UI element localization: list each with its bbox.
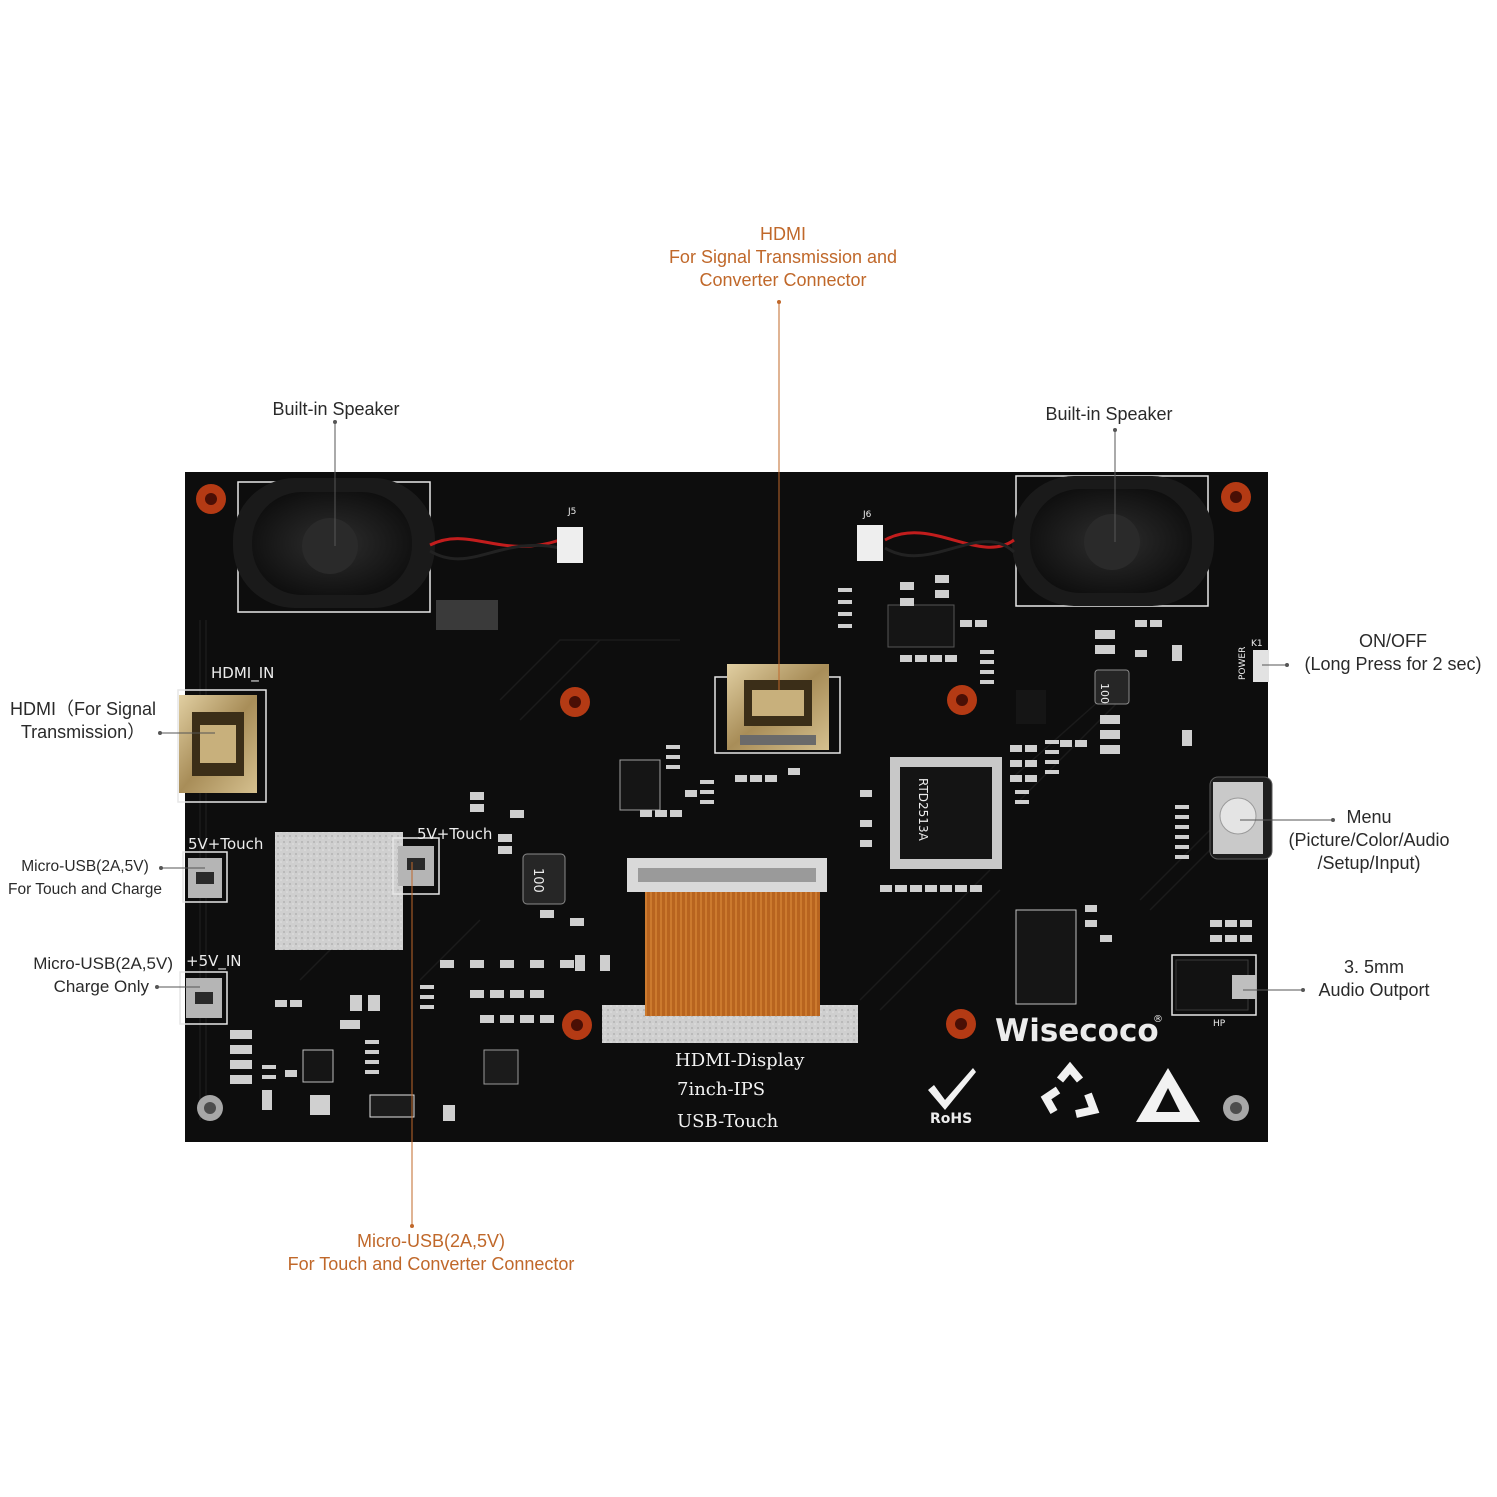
callout-speaker-right: Built-in Speaker: [1009, 403, 1209, 426]
callout-speaker-left: Built-in Speaker: [236, 398, 436, 421]
silk-power: POWER: [1238, 647, 1248, 680]
callout-speaker-right-label: Built-in Speaker: [1045, 404, 1173, 424]
callout-speaker-left-label: Built-in Speaker: [272, 399, 400, 419]
fpc-connector-slot: [638, 868, 816, 882]
power-switch: [1253, 650, 1269, 682]
callout-audio: 3. 5mm Audio Outport: [1300, 956, 1448, 1002]
callout-micro-usb-charge-line1: Micro-USB(2A,5V): [33, 954, 173, 973]
speaker-wire-left: [429, 537, 561, 561]
rohs-icon: RoHS: [928, 1068, 976, 1127]
chip-u9: [1015, 909, 1077, 1005]
chip-l6: [483, 1049, 519, 1085]
mounting-standoffs: [196, 482, 1251, 1121]
callout-hdmi-left-line1: HDMI（For Signal: [9, 699, 157, 719]
hdmi-center-port: [714, 664, 841, 754]
callout-on-off-line2: (Long Press for 2 sec): [1304, 654, 1482, 674]
product-line-3: USB-Touch: [677, 1111, 779, 1132]
callout-micro-usb-touch-line1: Micro-USB(2A,5V): [21, 858, 149, 875]
silk-l5-value: 100: [530, 868, 545, 893]
silk-hdmi-in: HDMI_IN: [211, 664, 274, 683]
silk-j6: J6: [862, 510, 872, 520]
inductor-l5: [522, 853, 566, 905]
speaker-connector-right: [857, 525, 883, 561]
silk-l7-value: 100: [1098, 683, 1111, 704]
callout-audio-line1: 3. 5mm: [1343, 957, 1404, 977]
callout-hdmi-top: HDMI For Signal Transmission and Convert…: [620, 223, 946, 292]
chip-u27: [619, 759, 661, 811]
chip-u8: [1016, 690, 1046, 724]
micro-usb-port-touch-left: [182, 851, 228, 903]
callout-hdmi-top-title: HDMI: [760, 224, 806, 244]
inductor-l7: [1094, 669, 1130, 705]
callout-audio-line2: Audio Outport: [1318, 980, 1430, 1000]
standoff-icon: [947, 685, 977, 715]
callout-menu-line2: (Picture/Color/Audio: [1288, 830, 1450, 850]
silk-j5: J5: [567, 507, 576, 517]
silk-chip-u12: RTD2513A: [916, 778, 930, 842]
product-line-2: 7inch-IPS: [677, 1079, 765, 1100]
screw-icon: [197, 1095, 223, 1121]
callout-hdmi-left-line2: Transmission）: [20, 722, 146, 742]
callout-leaders: [155, 300, 1335, 1228]
callout-hdmi-top-line3: Converter Connector: [699, 270, 867, 290]
speaker-left: [233, 478, 435, 613]
menu-joystick: [1209, 776, 1273, 860]
brand-logo: Wisecoco: [995, 1013, 1159, 1049]
callout-on-off: ON/OFF (Long Press for 2 sec): [1290, 630, 1496, 676]
speaker-wire-right: [884, 531, 1016, 558]
crystal-y2: [310, 1095, 330, 1115]
micro-usb-port-charge: [179, 971, 228, 1025]
product-line-1: HDMI-Display: [675, 1050, 805, 1071]
standoff-icon: [562, 1010, 592, 1040]
silk-k1: K1: [1251, 639, 1263, 649]
standoff-icon: [560, 687, 590, 717]
speaker-connector-left: [557, 527, 583, 563]
silk-hp: HP: [1213, 1019, 1226, 1029]
callout-hdmi-left: HDMI（For Signal Transmission）: [0, 698, 166, 744]
speaker-right: [1012, 475, 1214, 607]
callout-on-off-line1: ON/OFF: [1359, 631, 1427, 651]
foam-pad: [436, 600, 498, 630]
smd-components: [230, 575, 1252, 1121]
callout-menu-line3: /Setup/Input): [1317, 853, 1421, 873]
micro-usb-port-touch-mid: [392, 837, 440, 895]
hdmi-in-port: [177, 689, 267, 803]
chip-u21: [887, 604, 955, 648]
callout-micro-usb-charge: Micro-USB(2A,5V) Charge Only: [10, 952, 173, 998]
silk-5v-touch-mid: 5V+Touch: [417, 825, 492, 843]
standoff-icon: [946, 1009, 976, 1039]
chip-u3: [302, 1049, 334, 1083]
silk-5v-in: +5V_IN: [186, 952, 242, 971]
silkscreen-marks: [262, 588, 1189, 1079]
callout-micro-usb-charge-line2: Charge Only: [53, 977, 149, 996]
svg-text:RoHS: RoHS: [930, 1111, 972, 1127]
standoff-icon: [196, 484, 226, 514]
callout-micro-usb-bottom-line2: For Touch and Converter Connector: [287, 1254, 575, 1274]
callout-micro-usb-bottom: Micro-USB(2A,5V) For Touch and Converter…: [250, 1230, 612, 1276]
callout-hdmi-top-line2: For Signal Transmission and: [668, 247, 898, 267]
standoff-icon: [1221, 482, 1251, 512]
audio-jack: [1171, 954, 1257, 1016]
callout-menu-line1: Menu: [1346, 807, 1392, 827]
callout-micro-usb-bottom-line1: Micro-USB(2A,5V): [356, 1231, 506, 1251]
silk-5v-touch-left: 5V+Touch: [188, 835, 263, 853]
screw-icon: [1223, 1095, 1249, 1121]
callout-micro-usb-touch-line2: For Touch and Charge: [8, 881, 162, 898]
esd-warning-icon: [1136, 1068, 1200, 1122]
chip-u12: [890, 757, 1002, 869]
connector-j4: [369, 1094, 415, 1118]
callout-menu: Menu (Picture/Color/Audio /Setup/Input): [1274, 806, 1464, 875]
registered-mark: ®: [1153, 1014, 1163, 1025]
recycle-icon: [1040, 1061, 1100, 1118]
foil-tape: [275, 832, 403, 950]
fpc-ribbon: [645, 892, 820, 1016]
callout-micro-usb-touch: Micro-USB(2A,5V) For Touch and Charge: [0, 855, 170, 901]
